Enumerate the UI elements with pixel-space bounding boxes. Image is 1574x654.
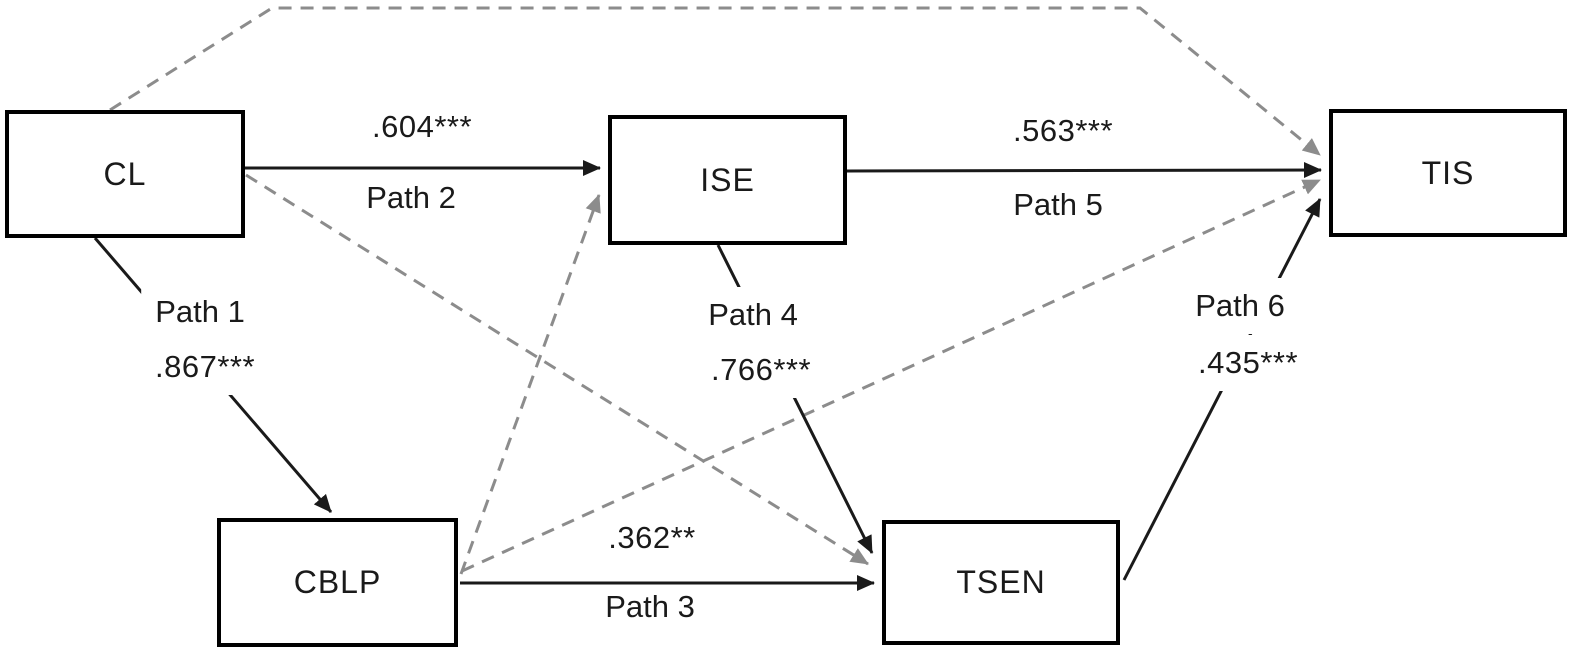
path3-label: Path 3 xyxy=(599,587,701,627)
box-tis-label: TIS xyxy=(1421,154,1475,191)
dashed-arrow-cl-to-tis xyxy=(109,6,1321,157)
path6-coefficient: .435*** xyxy=(1183,335,1313,391)
box-cblp: CBLP xyxy=(217,518,458,647)
path4-label: Path 4 xyxy=(694,287,812,343)
box-tsen-label: TSEN xyxy=(956,564,1046,600)
box-ise: ISE xyxy=(608,115,847,245)
path1-label: Path 1 xyxy=(141,284,259,340)
path3-coefficient: .362** xyxy=(602,518,702,558)
box-tis: TIS xyxy=(1329,109,1567,237)
dashed-arrow-cblp-to-ise xyxy=(459,194,601,575)
box-tsen: TSEN xyxy=(882,520,1120,645)
dashed-arrow-cblp-to-tis xyxy=(461,178,1321,573)
arrow-path5-ise-to-tis xyxy=(846,162,1322,179)
path2-coefficient: .604*** xyxy=(365,107,479,147)
dashed-arrow-cl-to-tsen xyxy=(245,173,869,566)
box-ise-label: ISE xyxy=(700,161,755,198)
path4-coefficient: .766*** xyxy=(696,342,826,398)
box-cl: CL xyxy=(5,110,245,238)
path5-coefficient: .563*** xyxy=(1006,111,1120,151)
path2-label: Path 2 xyxy=(360,178,462,218)
path6-label: Path 6 xyxy=(1181,278,1299,334)
path5-label: Path 5 xyxy=(1007,185,1109,225)
box-cblp-label: CBLP xyxy=(293,564,382,600)
box-cl-label: CL xyxy=(103,155,147,192)
path1-coefficient: .867*** xyxy=(140,339,270,395)
